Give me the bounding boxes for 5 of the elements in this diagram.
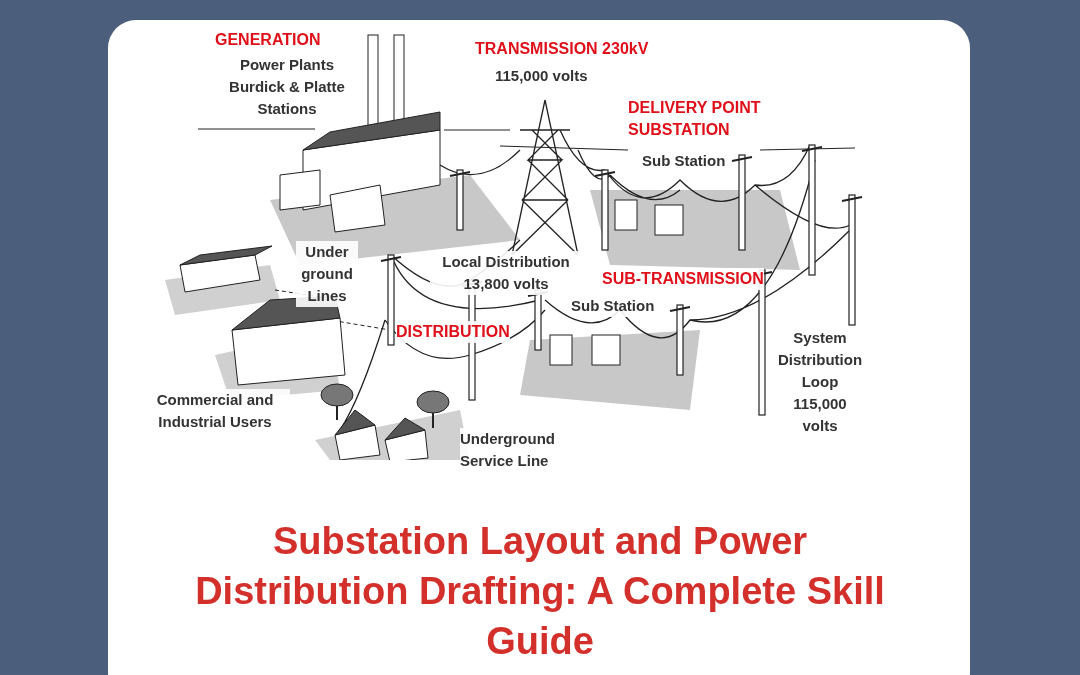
section-heading: DISTRIBUTION	[396, 321, 510, 343]
component-label: Local Distribution 13,800 volts	[430, 251, 582, 295]
page-title: Substation Layout and Power Distribution Drafting: A Complete Skill Guide	[194, 519, 886, 664]
section-heading: SUB-TRANSMISSION	[602, 268, 764, 290]
component-label: Under ground Lines	[296, 241, 358, 307]
